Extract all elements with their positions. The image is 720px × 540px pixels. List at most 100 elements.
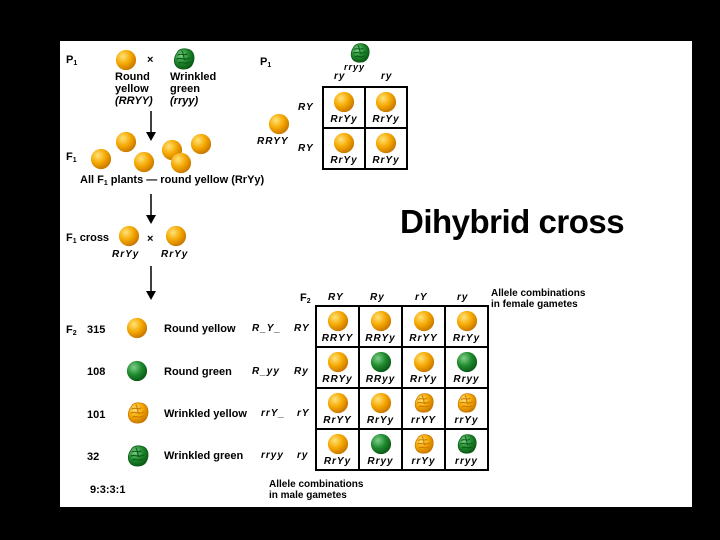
f2-square-col-header: ry [457,292,469,303]
punnett-cell: RRyy [358,346,403,389]
slide: Dihybrid cross P1 × Round yellow (RRYY) … [60,41,692,507]
wrinkled-yellow-pea-icon [126,401,150,430]
cell-genotype: RrYy [372,155,400,166]
punnett-cell: rryy [444,428,489,471]
cell-genotype: RrYY [323,415,352,426]
round-yellow-pea-icon [133,151,155,178]
f2-gamete: ry [297,450,309,461]
cell-genotype: RrYy [409,374,438,385]
female-gametes-caption: in female gametes [491,299,578,310]
cell-genotype: rryy [455,456,478,467]
f2-count: 101 [87,409,106,421]
f2-ratio: 9:3:3:1 [90,484,126,496]
round-yellow-pea-icon [165,225,187,252]
f2-phenotype: Wrinkled green [164,450,244,462]
f2-label: F2 [66,324,77,338]
f2-genotype: rryy [261,450,284,461]
round-yellow-pea-icon [90,148,112,175]
punnett-cell: RrYy [364,86,408,129]
cell-genotype: Rryy [367,456,394,467]
f2-genotype: rrY_ [261,408,286,419]
p1-wrinkled-label: green [170,83,200,95]
round-yellow-pea-icon [268,113,290,140]
punnett-cell: RRYy [358,305,403,348]
f1-cross-label: F1 cross [66,232,110,246]
down-arrow-icon [146,194,156,224]
round-green-pea-icon [126,360,148,387]
punnett-cell: RrYy [322,127,366,170]
male-gametes-caption: Allele combinations [269,479,364,490]
f2-gamete: rY [297,408,310,419]
f1-cross-genotype: RrYy [161,249,189,260]
cell-genotype: RRyy [365,374,396,385]
p1-square-col-header: ry [334,71,346,82]
cell-genotype: RrYY [409,333,438,344]
round-yellow-pea-icon [126,317,148,344]
punnett-cell: RrYy [364,127,408,170]
f2-gamete: RY [294,323,310,334]
wrinkled-green-pea-icon [172,47,196,76]
round-yellow-pea-icon [115,49,137,76]
f2-genotype: R_yy [252,366,280,377]
f2-genotype: R_Y_ [252,323,282,334]
punnett-cell: RrYy [358,387,403,430]
wrinkled-green-pea-icon [126,444,150,473]
punnett-cell: RrYy [401,346,446,389]
cell-genotype: RrYy [323,456,352,467]
punnett-cell: RrYY [401,305,446,348]
f2-gamete: Ry [294,366,309,377]
punnett-cell: Rryy [358,428,403,471]
f1-caption: All F1 plants — round yellow (RrYy) [80,174,265,188]
p1-label: P1 [66,54,78,68]
female-gametes-caption: Allele combinations [491,288,586,299]
punnett-cell: RrYY [315,387,360,430]
punnett-cell: rrYy [401,428,446,471]
punnett-cell: RRYy [315,346,360,389]
f2-phenotype: Wrinkled yellow [164,408,247,420]
round-yellow-pea-icon [115,131,137,158]
cell-genotype: RrYy [452,333,481,344]
f2-square-col-header: Ry [370,292,385,303]
p1-round-label: yellow [115,83,149,95]
male-gametes-caption: in male gametes [269,490,347,501]
f2-phenotype: Round green [164,366,232,378]
punnett-cell: rrYy [444,387,489,430]
p1-square-row-header: RY [298,143,314,154]
round-yellow-pea-icon [170,152,192,179]
cell-genotype: rrYY [410,415,437,426]
cell-genotype: RrYy [366,415,395,426]
slide-title: Dihybrid cross [400,203,625,240]
punnett-cell: rrYY [401,387,446,430]
cell-genotype: RrYy [330,114,358,125]
cell-genotype: RRYY [321,333,354,344]
cell-genotype: rrYy [454,415,479,426]
p1-round-genotype: (RRYY) [115,95,153,107]
cell-genotype: Rryy [453,374,480,385]
f2-count: 108 [87,366,106,378]
cross-symbol: × [147,54,154,66]
p1-square-top-genotype: rryy [344,62,366,72]
f2-phenotype: Round yellow [164,323,236,335]
cross-symbol: × [147,233,154,245]
f2-square-col-header: rY [415,292,428,303]
p1-wrinkled-genotype: (rryy) [170,95,199,107]
punnett-cell: RrYy [444,305,489,348]
cell-genotype: RRYy [322,374,353,385]
punnett-cell: RrYy [322,86,366,129]
wrinkled-green-pea-icon [349,42,371,69]
cell-genotype: RRYy [365,333,396,344]
cell-genotype: RrYy [330,155,358,166]
round-yellow-pea-icon [118,225,140,252]
punnett-cell: Rryy [444,346,489,389]
p1-square-left-genotype: RRYY [257,136,289,147]
p1-round-label: Round [115,71,150,83]
p1-square-row-header: RY [298,102,314,113]
cell-genotype: RrYy [372,114,400,125]
f2-square-col-header: RY [328,292,344,303]
f2-square-label: F2 [300,292,311,306]
down-arrow-icon [146,266,156,300]
p1-square-label: P1 [260,56,272,70]
punnett-cell: RrYy [315,428,360,471]
f2-count: 32 [87,451,100,463]
